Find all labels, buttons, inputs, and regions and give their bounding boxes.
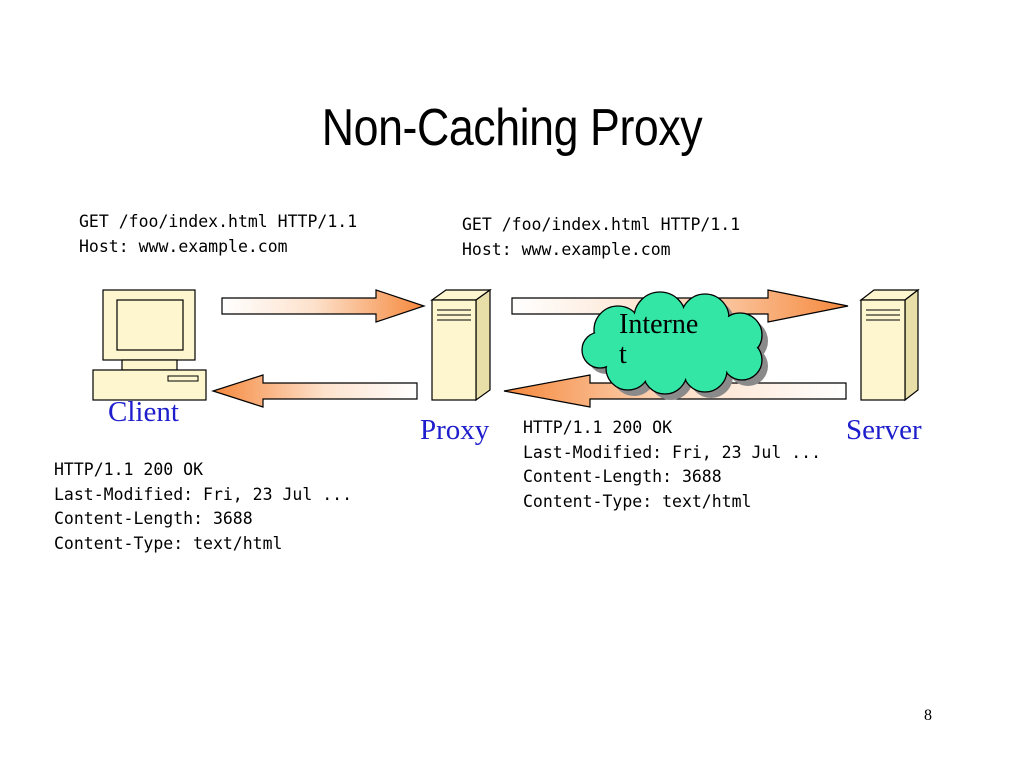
request-text-proxy-to-server: GET /foo/index.html HTTP/1.1 Host: www.e… [462,215,741,259]
proxy-server-icon [430,288,492,402]
request-arrow-client-to-proxy [221,289,426,323]
slide-title: Non-Caching Proxy [321,99,703,157]
response-text-server-to-proxy: HTTP/1.1 200 OK Last-Modified: Fri, 23 J… [523,418,822,511]
proxy-label: Proxy [420,414,490,446]
server-icon [859,288,920,402]
request-text-client-to-proxy: GET /foo/index.html HTTP/1.1 Host: www.e… [79,212,358,256]
internet-cloud-icon [581,291,768,400]
response-arrow-proxy-to-client [211,374,418,408]
page-number: 8 [924,707,932,724]
internet-label: Interne t [619,309,699,370]
server-label: Server [846,414,922,446]
client-label: Client [108,396,179,428]
client-computer-icon [92,289,207,401]
response-text-proxy-to-client: HTTP/1.1 200 OK Last-Modified: Fri, 23 J… [54,460,353,553]
